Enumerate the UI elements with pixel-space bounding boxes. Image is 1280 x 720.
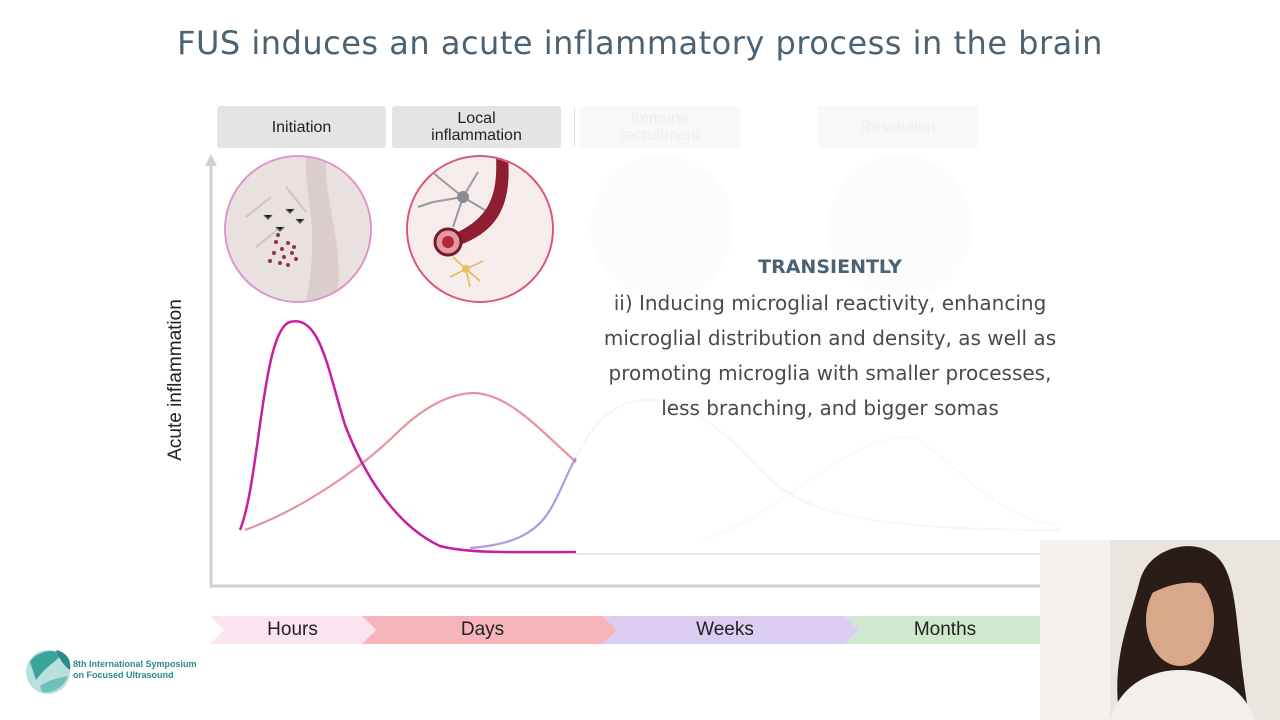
weeks-curve-faded: [574, 398, 1061, 531]
callout-body: ii) Inducing microglial reactivity, enha…: [560, 286, 1100, 426]
phase-divider: [574, 108, 575, 146]
phase-immune-recruitment: Immune recruitment: [580, 106, 740, 148]
logo-line-1: 8th International Symposium: [73, 659, 197, 669]
callout-line: less branching, and bigger somas: [661, 396, 999, 420]
initiation-illustration: [224, 155, 372, 303]
resolution-illustration: [828, 155, 972, 299]
slide-title: FUS induces an acute inflammatory proces…: [177, 24, 1103, 62]
hours-curve: [238, 320, 577, 554]
timeline-hours-label: Hours: [267, 619, 318, 640]
weeks-curve: [469, 457, 577, 550]
timeline-months-arrow: [845, 616, 1040, 644]
logo-line-2: on Focused Ultrasound: [73, 670, 174, 680]
timeline-months-label: Months: [913, 619, 977, 640]
callout-heading: TRANSIENTLY: [758, 256, 902, 278]
phase-local-inflammation: Local inflammation: [392, 106, 561, 148]
symposium-logo-text: 8th International Symposium on Focused U…: [73, 659, 197, 681]
days-curve: [244, 391, 577, 532]
timeline-hours-arrow: [210, 616, 376, 644]
symposium-logo-icon: [26, 650, 71, 694]
timeline-days-label: Days: [460, 619, 505, 640]
local-inflammation-illustration: [406, 155, 554, 303]
transiently-callout: TRANSIENTLY ii) Inducing microglial reac…: [560, 252, 1100, 426]
phase-initiation: Initiation: [217, 106, 386, 148]
timeline-days-arrow: [362, 616, 617, 644]
months-curve-faded: [699, 436, 1061, 541]
callout-line: ii) Inducing microglial reactivity, enha…: [613, 291, 1047, 315]
callout-line: microglial distribution and density, as …: [603, 326, 1057, 350]
timeline-weeks-arrow: [603, 616, 859, 644]
timeline-weeks-label: Weeks: [696, 619, 754, 640]
speaker-webcam: [1040, 540, 1280, 720]
y-axis-arrow: [205, 154, 217, 166]
immune-recruitment-illustration: [590, 155, 734, 299]
phase-resolution: Resolution: [818, 106, 978, 148]
callout-line: promoting microglia with smaller process…: [608, 361, 1052, 385]
